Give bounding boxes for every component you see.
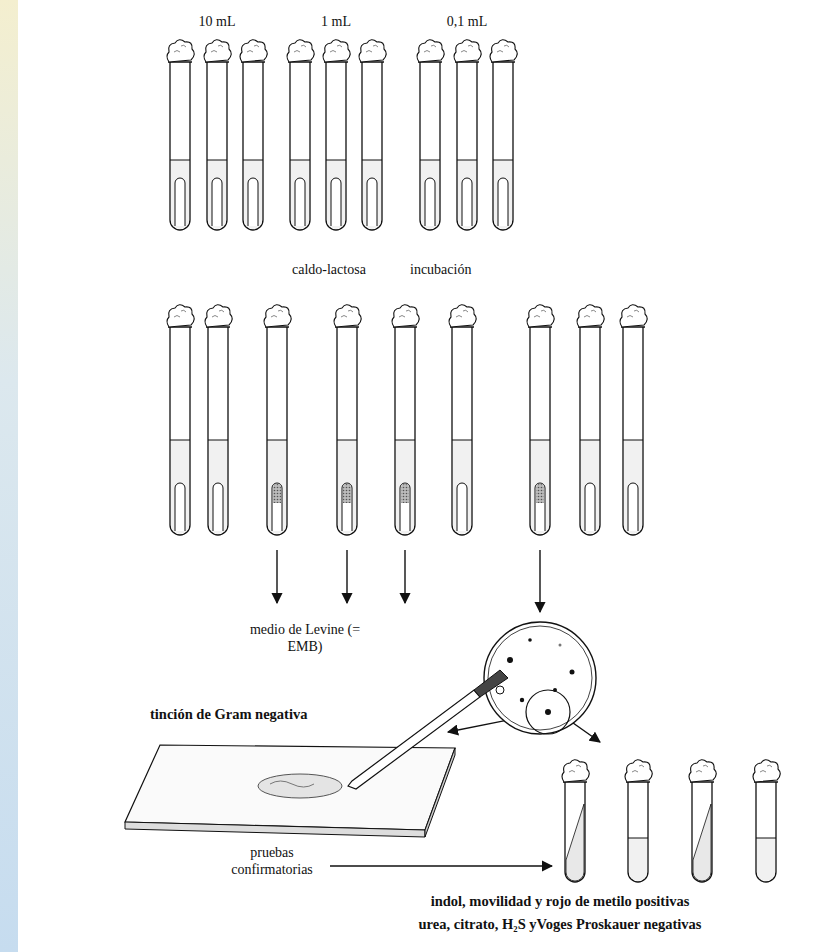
tube-row xyxy=(562,760,780,882)
step-label: incubación xyxy=(410,262,471,279)
test-tube xyxy=(334,305,361,535)
test-tube xyxy=(753,760,780,882)
test-tube xyxy=(449,305,476,535)
stain-label: tinción de Gram negativa xyxy=(150,706,307,723)
test-tube xyxy=(490,40,517,230)
test-tube xyxy=(689,760,716,882)
volume-label: 10 mL xyxy=(199,14,236,31)
result-text: urea, citrato, H₂S yVoges Proskauer nega… xyxy=(419,916,702,933)
test-tube xyxy=(527,305,554,535)
microscope-slide xyxy=(125,670,508,837)
test-tube xyxy=(204,40,231,230)
arrow xyxy=(539,550,540,612)
page-strip xyxy=(0,0,18,952)
test-tube xyxy=(264,305,291,535)
test-tube xyxy=(625,760,652,882)
arrow xyxy=(404,550,405,603)
volume-label: 1 mL xyxy=(321,14,351,31)
arrow xyxy=(330,865,552,866)
test-tube xyxy=(240,40,267,230)
medium-label: medio de Levine (= EMB) xyxy=(243,622,367,656)
volume-label: 0,1 mL xyxy=(447,14,487,31)
test-tube xyxy=(359,40,386,230)
test-tube xyxy=(417,40,444,230)
result-text: indol, movilidad y rojo de metilo positi… xyxy=(431,893,690,910)
test-tube xyxy=(454,40,481,230)
tube-row xyxy=(167,40,517,230)
test-tube xyxy=(323,40,350,230)
test-tube xyxy=(287,40,314,230)
test-tube xyxy=(562,760,589,882)
test-tube xyxy=(620,305,647,535)
tube-row xyxy=(167,305,647,535)
test-tube xyxy=(167,40,194,230)
test-tube xyxy=(167,305,194,535)
test-tube xyxy=(392,305,419,535)
test-tube xyxy=(205,305,232,535)
arrow xyxy=(276,550,277,603)
step-label: pruebas confirmatorias xyxy=(220,845,324,879)
medium-label: caldo-lactosa xyxy=(292,262,366,279)
test-tube xyxy=(577,305,604,535)
arrow xyxy=(346,550,347,603)
